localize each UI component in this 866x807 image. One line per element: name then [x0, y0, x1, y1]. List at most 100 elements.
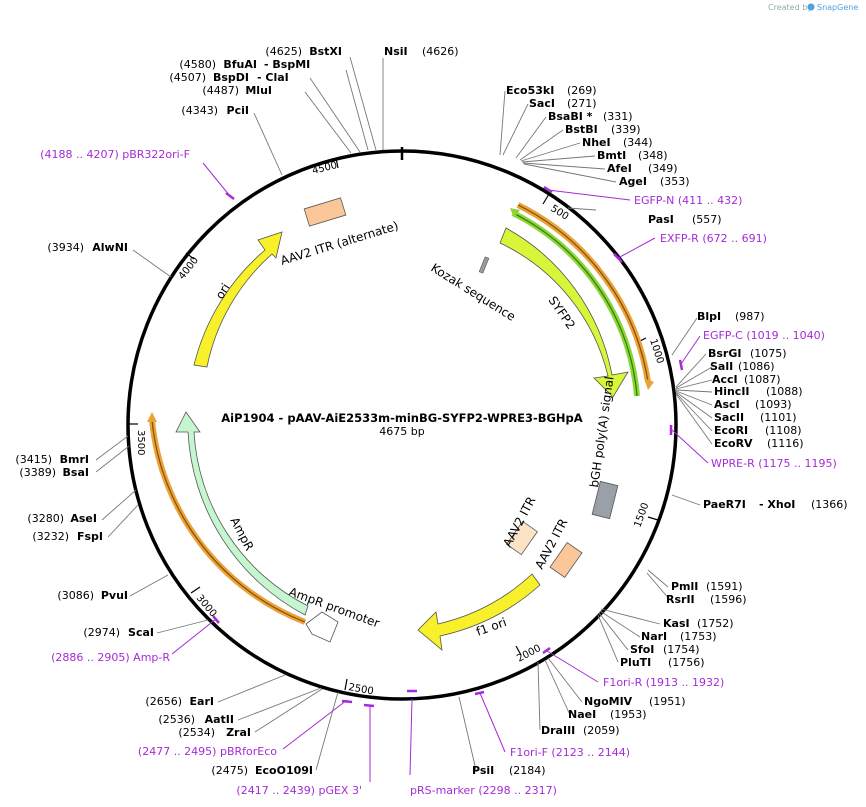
exfp-primer-track-core: [517, 204, 649, 383]
site-name-sacii: SacII: [714, 411, 744, 424]
site-name-ecori: EcoRI: [714, 424, 748, 437]
site-name-pluti: PluTI: [620, 656, 651, 669]
site-name-eari: EarI: [190, 695, 214, 708]
site-name-sfoi: SfoI: [630, 643, 654, 656]
site-pos-aatii: (2536): [158, 713, 195, 726]
bgh-block: [591, 480, 619, 520]
site-pos-bmti: (348): [638, 149, 668, 162]
itr-alt-label: AAV2 ITR (alternate): [279, 219, 400, 268]
snapgene-logo-icon: [807, 3, 815, 11]
site-name-zrai: ZraI: [226, 726, 251, 739]
plasmid-length: 4675 bp: [379, 425, 424, 438]
site-pos-sacii: (1101): [760, 411, 797, 424]
ampr-primer-arrowhead: [147, 412, 157, 422]
primer-egfp-c: EGFP-C (1019 .. 1040): [703, 329, 825, 342]
site-pos-sfoi: (1754): [663, 643, 700, 656]
site-name-aatii: AatII: [205, 713, 234, 726]
credit-text: Created by: [768, 3, 812, 12]
site-pos-afei: (349): [648, 162, 678, 175]
site-labels-right: PsiI (2184) DraIII (2059) NaeI (1953) Ng…: [472, 84, 848, 777]
site-pos-asci: (1093): [755, 398, 792, 411]
site-pos-bsai: (3389): [19, 466, 56, 479]
site-pos-draiii: (2059): [583, 724, 620, 737]
tick-label-1500: 1500: [632, 501, 651, 529]
primer-pbr322ori-f: (4188 .. 4207) pBR322ori-F: [40, 148, 190, 161]
site-pos-eco53ki: (269): [567, 84, 597, 97]
site-name-bfuai: BfuAI: [223, 58, 257, 71]
site-name-acci: AccI: [712, 373, 738, 386]
site-name-agei: AgeI: [619, 175, 647, 188]
site-name-naei: NaeI: [568, 708, 596, 721]
primer-exfp-r: EXFP-R (672 .. 691): [660, 232, 767, 245]
site-pos-bmri: (3415): [15, 453, 52, 466]
site-pos-agei: (353): [660, 175, 690, 188]
kozak-block: [478, 256, 490, 274]
site-name-nari: NarI: [641, 630, 667, 643]
site-pos-eari: (2656): [145, 695, 182, 708]
ampr-promoter-arrow: [305, 611, 339, 643]
site-pos-bspdi: (4507): [169, 71, 206, 84]
syfp2-arrow: [499, 227, 629, 398]
site-pos-bsabi: (331): [603, 110, 633, 123]
site-pos-scai: (2974): [83, 626, 120, 639]
site-name-alwni: AlwNI: [92, 241, 128, 254]
site-pos-naei: (1953): [610, 708, 647, 721]
itr-alt-block: [303, 197, 347, 227]
site-name-bmri: BmrI: [60, 453, 89, 466]
credit-brand: SnapGene: [817, 3, 858, 12]
site-name-eco53ki: Eco53kI: [506, 84, 554, 97]
site-name-kasi: KasI: [663, 617, 690, 630]
tick-1500: [647, 516, 659, 521]
site-name-afei: AfeI: [607, 162, 632, 175]
site-pos-nari: (1753): [680, 630, 717, 643]
primer-connectors: [171, 162, 709, 782]
exfp-arrowhead: [644, 378, 654, 390]
site-name-pasi: PasI: [648, 213, 674, 226]
site-pos-hincii: (1088): [766, 385, 803, 398]
site-name-bsabi: BsaBI *: [548, 110, 593, 123]
site-pos-zrai: (2534): [178, 726, 215, 739]
primer-pgex3: (2417 .. 2439) pGEX 3': [236, 784, 362, 797]
kozak-label: Kozak sequence: [428, 261, 518, 324]
site-pos-mlui: (4487): [202, 84, 239, 97]
egfp-arrowhead: [510, 208, 520, 218]
site-pos-alwni: (3934): [47, 241, 84, 254]
site-name-bstbi: BstBI: [565, 123, 598, 136]
egfp-primer-track-core: [512, 212, 638, 397]
site-name-asei: AseI: [70, 512, 97, 525]
tick-3000: [190, 586, 201, 594]
tick-label-2500: 2500: [347, 682, 374, 697]
site-name-blpi: BlpI: [697, 310, 721, 323]
site-pos-psii: (2184): [509, 764, 546, 777]
site-name-pcii: PciI: [227, 104, 249, 117]
tick-label-4000: 4000: [177, 255, 201, 282]
site-name-ngomiv: NgoMIV: [584, 695, 633, 708]
site-pos-paer7i: (1366): [811, 498, 848, 511]
primer-pbrforeco: (2477 .. 2495) pBRforEco: [138, 745, 277, 758]
site-name-fspi: FspI: [77, 530, 103, 543]
site-pos-acci: (1087): [744, 373, 781, 386]
site-pos-kasi: (1752): [697, 617, 734, 630]
plasmid-title: AiP1904 - pAAV-AiE2533m-minBG-SYFP2-WPRE…: [221, 411, 583, 425]
site-name-xhoi: - XhoI: [759, 498, 795, 511]
primer-prs-marker: pRS-marker (2298 .. 2317): [410, 784, 557, 797]
site-name-saci: SacI: [529, 97, 555, 110]
site-pos-rsrii: (1596): [710, 593, 747, 606]
site-name-clai: - ClaI: [257, 71, 289, 84]
bgh-label: bGH poly(A) signal: [587, 376, 616, 489]
ampr-primer-track-core: [151, 419, 306, 623]
tick-4500: [335, 157, 339, 169]
ampr-arrow: [175, 411, 309, 616]
site-pos-nhei: (344): [623, 136, 653, 149]
site-name-mlui: MluI: [245, 84, 272, 97]
site-pos-ngomiv: (1951): [649, 695, 686, 708]
ori-arrow: [193, 231, 283, 368]
primer-amp-r: (2886 .. 2905) Amp-R: [51, 651, 170, 664]
primer-f1ori-r: F1ori-R (1913 .. 1932): [603, 676, 724, 689]
site-pos-ecorv: (1116): [767, 437, 804, 450]
site-pos-nsii: (4626): [422, 45, 459, 58]
site-connectors: [95, 56, 713, 771]
site-pos-eco0109i: (2475): [211, 764, 248, 777]
tick-2000: [515, 645, 522, 656]
